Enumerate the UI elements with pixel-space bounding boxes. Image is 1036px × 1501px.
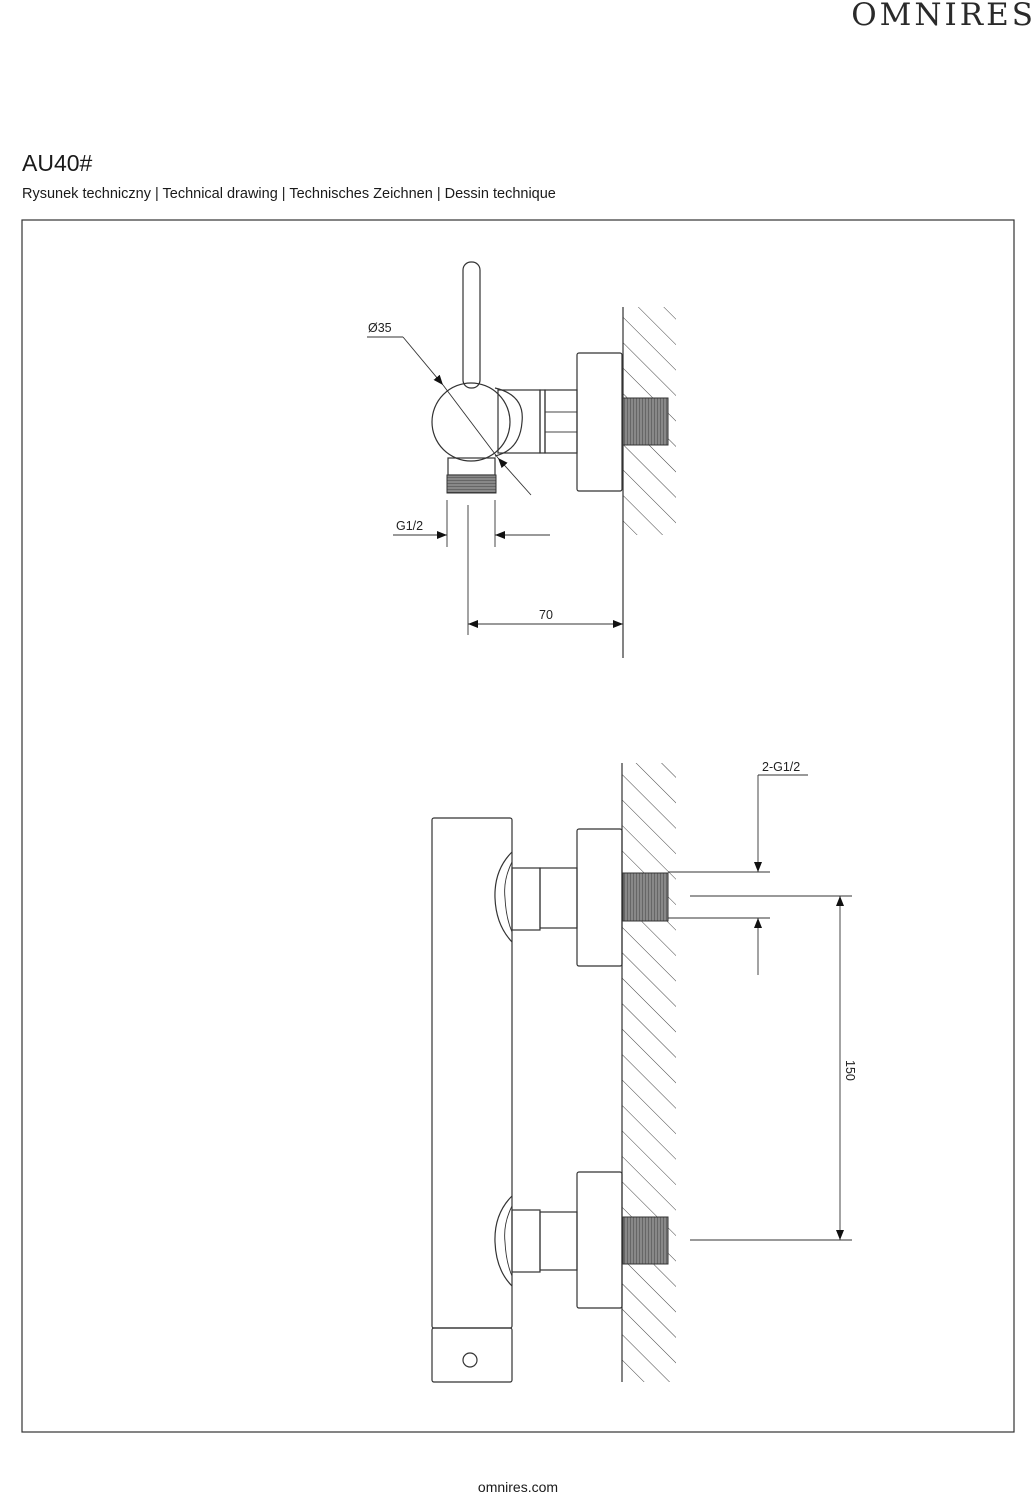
side-view: Ø35 G1/2 70 — [367, 261, 676, 658]
wall-hatch — [622, 763, 676, 1382]
footer-website: omnires.com — [477, 1479, 559, 1495]
front-view: 2-G1/2 150 — [431, 760, 857, 1383]
handle-lever — [462, 261, 481, 389]
diameter-label: Ø35 — [368, 321, 392, 335]
lower-inlet-thread — [622, 1216, 669, 1265]
outlet-thread — [446, 474, 497, 494]
upper-flange — [576, 828, 623, 967]
outlet-thread-label: G1/2 — [396, 519, 423, 533]
brand-logo: OMNIRES — [851, 0, 1036, 33]
drawing-frame — [21, 219, 1015, 1433]
mixer-cap — [431, 1327, 513, 1383]
inlet-thread-label: 2-G1/2 — [762, 760, 800, 774]
mixer-body — [431, 817, 513, 1329]
lower-flange — [576, 1171, 623, 1309]
depth-label: 70 — [539, 608, 553, 622]
handle-body — [431, 382, 511, 462]
drawing-subtitle: Rysunek techniczny | Technical drawing |… — [22, 186, 556, 202]
spacing-label: 150 — [843, 1060, 857, 1081]
model-title: AU40# — [22, 150, 93, 176]
wall-thread — [622, 397, 669, 446]
upper-inlet-thread — [622, 872, 669, 922]
wall-flange — [576, 352, 623, 492]
